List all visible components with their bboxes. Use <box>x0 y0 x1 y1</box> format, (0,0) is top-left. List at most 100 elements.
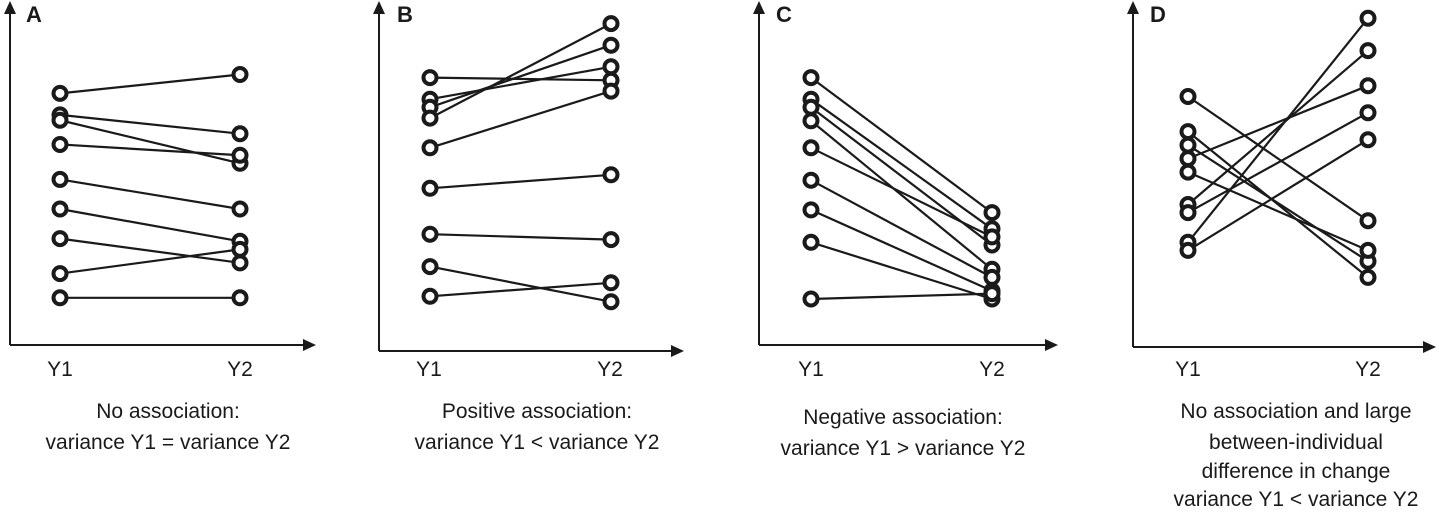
y-axis-arrowhead <box>373 1 385 14</box>
data-marks <box>1179 9 1377 286</box>
y1-point <box>51 84 69 102</box>
y1-point <box>51 200 69 218</box>
y2-point <box>1359 9 1377 27</box>
connector-line <box>429 265 612 303</box>
y2-point <box>1359 42 1377 60</box>
y1-point <box>421 225 439 243</box>
x-tick-label-y1: Y1 <box>416 358 442 381</box>
y2-point <box>231 289 249 307</box>
y2-point <box>1359 77 1377 95</box>
y1-point <box>51 170 69 188</box>
y-axis-arrowhead <box>4 1 16 14</box>
y2-point <box>231 66 249 84</box>
panel-label: D <box>1150 2 1166 27</box>
connector-line <box>1187 144 1369 263</box>
y1-point <box>802 69 820 87</box>
x-tick-label-y2: Y2 <box>1355 358 1381 381</box>
y2-point <box>602 82 620 100</box>
connector-line <box>429 173 612 190</box>
y2-point <box>602 166 620 184</box>
connector-line <box>59 237 241 264</box>
panel-label: B <box>397 2 413 27</box>
x-axis-arrowhead <box>1045 339 1058 351</box>
y1-point <box>51 265 69 283</box>
y1-point <box>1179 88 1197 105</box>
caption-line-1: Negative association: <box>803 406 1003 429</box>
y1-point <box>802 201 820 219</box>
connector-line <box>1187 111 1369 214</box>
connector-line <box>59 73 241 95</box>
connector-line <box>429 76 612 82</box>
y2-point <box>602 293 620 311</box>
y1-point <box>421 258 439 276</box>
y1-point <box>51 230 69 248</box>
connector-line <box>1187 17 1369 243</box>
connector-line <box>1187 49 1369 206</box>
y2-point <box>1359 241 1377 259</box>
connector-line <box>59 113 241 135</box>
y2-point <box>231 200 249 218</box>
connector-line <box>1187 84 1369 160</box>
y2-point <box>983 285 1001 303</box>
connector-line <box>59 143 241 157</box>
y1-point <box>421 287 439 305</box>
y2-point <box>602 15 620 33</box>
connector-line <box>1187 171 1369 252</box>
caption-line-2: variance Y1 = variance Y2 <box>46 431 291 454</box>
connector-line <box>810 179 993 279</box>
y2-point <box>602 231 620 249</box>
y1-point <box>1179 163 1197 181</box>
panel-d: D Y1 Y2 No association and large between… <box>1127 1 1436 511</box>
connector-line <box>1187 138 1369 252</box>
x-tick-label-y1: Y1 <box>798 358 824 381</box>
data-marks <box>802 69 1001 308</box>
y1-point <box>421 69 439 87</box>
y1-point <box>1179 123 1197 141</box>
y1-point <box>421 139 439 157</box>
y2-point <box>602 36 620 54</box>
connector-line <box>810 76 993 214</box>
y2-point <box>1359 104 1377 122</box>
y1-point <box>421 179 439 197</box>
x-tick-label-y1: Y1 <box>1175 358 1201 381</box>
y1-point <box>1179 136 1197 154</box>
y1-point <box>1179 204 1197 222</box>
y1-point <box>51 111 69 129</box>
data-marks <box>51 66 249 307</box>
y1-point <box>51 289 69 307</box>
x-axis-arrowhead <box>303 339 316 351</box>
connector-line <box>1187 130 1369 279</box>
connector-line <box>810 98 993 230</box>
connector-line <box>429 281 612 298</box>
x-tick-label-y1: Y1 <box>47 358 73 381</box>
caption-line-2: between-individual <box>1209 431 1383 454</box>
panel-label: C <box>776 2 792 27</box>
y1-point <box>802 171 820 189</box>
y2-point <box>983 204 1001 222</box>
y-axis-arrowhead <box>753 1 765 14</box>
caption-line-1: No association and large <box>1180 400 1411 423</box>
connector-line <box>810 119 993 271</box>
connector-line <box>810 241 993 301</box>
y-axis-arrowhead <box>1127 1 1139 14</box>
caption-line-1: Positive association: <box>442 400 632 423</box>
connector-line <box>1187 95 1369 222</box>
panel-a: A Y1 Y2 No association: variance Y1 = va… <box>4 1 316 454</box>
connector-line <box>59 178 241 211</box>
panel-c: C Y1 Y2 Negative association: variance Y… <box>753 1 1058 460</box>
y2-point <box>983 228 1001 246</box>
caption-line-3: difference in change <box>1202 460 1391 483</box>
caption-line-4: variance Y1 < variance Y2 <box>1174 488 1419 511</box>
connector-line <box>59 248 241 275</box>
y1-point <box>1179 150 1197 168</box>
y2-point <box>231 146 249 164</box>
y1-point <box>802 139 820 157</box>
y2-point <box>231 240 249 258</box>
y1-point <box>802 233 820 251</box>
y1-point <box>802 112 820 130</box>
y2-point <box>1359 212 1377 230</box>
y1-point <box>51 135 69 153</box>
y2-point <box>1359 268 1377 286</box>
y2-point <box>602 58 620 76</box>
x-axis-arrowhead <box>671 345 684 357</box>
